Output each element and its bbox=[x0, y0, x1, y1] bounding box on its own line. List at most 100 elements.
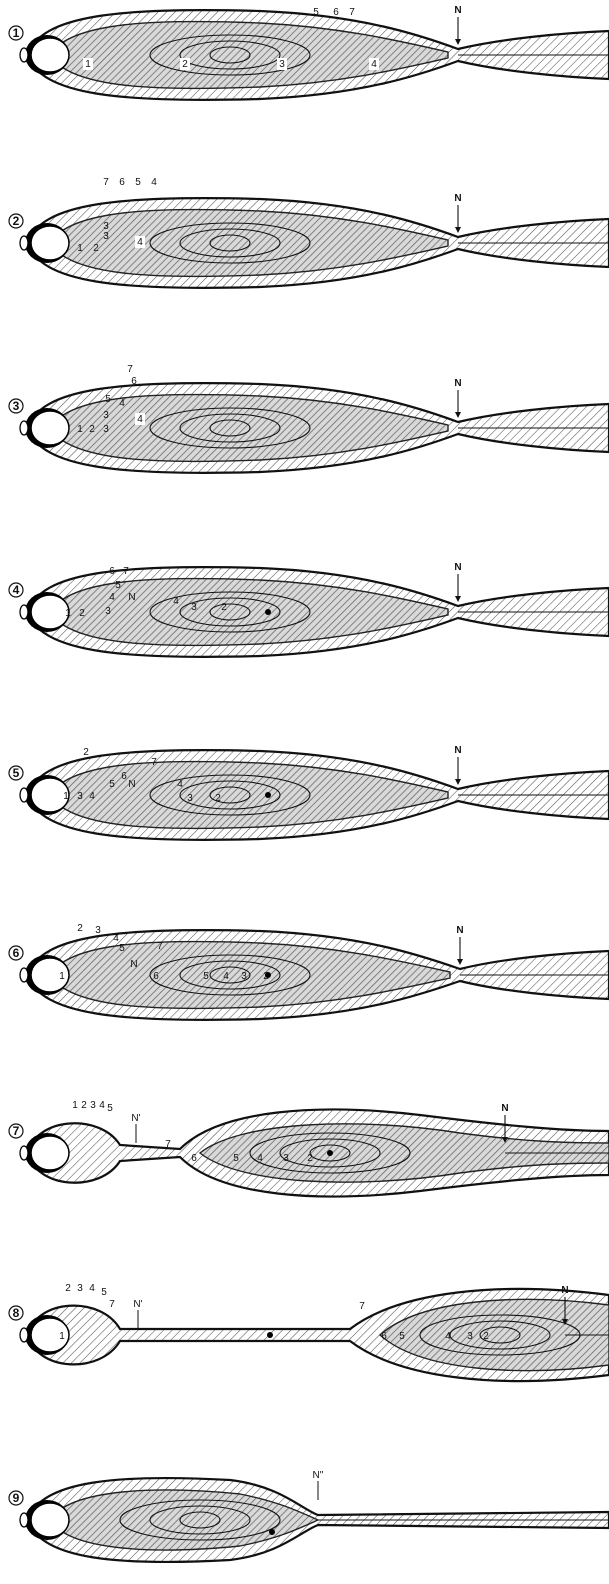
contour-label: 2 bbox=[215, 793, 221, 804]
node-arrowhead bbox=[455, 412, 461, 418]
contour-label: 4 bbox=[89, 791, 95, 802]
contour-label: 2 bbox=[65, 1283, 71, 1294]
contour-label: 6 bbox=[131, 376, 137, 387]
contour-label: 4 bbox=[99, 1100, 105, 1111]
contour-label: 1 bbox=[77, 424, 83, 435]
panel-number: 4 bbox=[13, 583, 20, 597]
panel-number: 8 bbox=[13, 1306, 20, 1320]
contour-label: 4 bbox=[223, 971, 229, 982]
panel-9: 9N'' bbox=[9, 1470, 609, 1562]
node-label: N bbox=[454, 562, 461, 573]
contour-label: 2 bbox=[81, 1100, 87, 1111]
subsolar-marker bbox=[20, 788, 28, 802]
contour-label: 2 bbox=[93, 243, 99, 254]
contour-label: 4 bbox=[257, 1153, 263, 1164]
contour-label: 2 bbox=[83, 747, 89, 758]
contour-label: 3 bbox=[77, 1283, 83, 1294]
contour-label: N' bbox=[131, 1113, 140, 1124]
contour-label: 2 bbox=[483, 1331, 489, 1342]
subsolar-marker bbox=[20, 968, 28, 982]
panel-number: 2 bbox=[13, 214, 20, 228]
planet-body bbox=[31, 411, 69, 445]
node-label: N bbox=[501, 1103, 508, 1114]
contour-label: 1 bbox=[77, 243, 83, 254]
contour-label: 2 bbox=[77, 923, 83, 934]
contour-label: 3 bbox=[95, 925, 101, 936]
node-arrowhead bbox=[455, 227, 461, 233]
contour-label: 7 bbox=[103, 177, 109, 188]
contour-label: 4 bbox=[151, 177, 157, 188]
contour-label: 3 bbox=[467, 1331, 473, 1342]
contour-label: 3 bbox=[103, 231, 109, 242]
contour-label: 2 bbox=[221, 602, 227, 613]
subsolar-marker bbox=[20, 236, 28, 250]
contour-label: N bbox=[128, 592, 135, 603]
subsolar-marker bbox=[20, 48, 28, 62]
node-label: N bbox=[454, 745, 461, 756]
contour-label: 4 bbox=[177, 779, 183, 790]
contour-label: 7 bbox=[349, 7, 355, 18]
planet-body bbox=[31, 38, 69, 72]
contour-label: 1 bbox=[59, 1331, 65, 1342]
panel-number: 6 bbox=[13, 946, 20, 960]
panel-2: 2N765431243 bbox=[9, 177, 609, 288]
contour-label: 5 bbox=[399, 1331, 405, 1342]
contour-label: 7 bbox=[151, 757, 157, 768]
subsolar-marker bbox=[20, 1328, 28, 1342]
contour-label: 2 bbox=[182, 59, 188, 70]
contour-label: 5 bbox=[233, 1153, 239, 1164]
node-arrowhead bbox=[455, 39, 461, 45]
contour-label: 3 bbox=[241, 971, 247, 982]
o-point-dot bbox=[269, 1529, 275, 1535]
node-label: N bbox=[454, 193, 461, 204]
contour-label: 1 bbox=[72, 1100, 78, 1111]
contour-label: 4 bbox=[119, 398, 125, 409]
contour-label: 6 bbox=[121, 771, 127, 782]
subsolar-marker bbox=[20, 1513, 28, 1527]
contour-label: 5 bbox=[105, 394, 111, 405]
contour-label: 5 bbox=[135, 177, 141, 188]
contour-label: 4 bbox=[137, 414, 143, 425]
contour-label: 7 bbox=[123, 566, 129, 577]
contour-label: 7 bbox=[109, 1299, 115, 1310]
contour-label: 1 bbox=[85, 59, 91, 70]
node-label: N bbox=[561, 1285, 568, 1296]
contour-label: 5 bbox=[107, 1103, 113, 1114]
planet-body bbox=[31, 226, 69, 260]
contour-label: 3 bbox=[103, 410, 109, 421]
panel-number: 9 bbox=[13, 1491, 20, 1505]
contour-label: 6 bbox=[333, 7, 339, 18]
planet-body bbox=[31, 1503, 69, 1537]
subsolar-marker bbox=[20, 605, 28, 619]
contour-label: 4 bbox=[445, 1331, 451, 1342]
node-label: N bbox=[456, 925, 463, 936]
contour-label: 5 bbox=[203, 971, 209, 982]
contour-label: 5 bbox=[109, 779, 115, 790]
o-point-dot bbox=[265, 792, 271, 798]
subsolar-marker bbox=[20, 1146, 28, 1160]
contour-label: 7 bbox=[359, 1301, 365, 1312]
contour-label: N bbox=[130, 959, 137, 970]
panel-1: 1N1234567 bbox=[9, 5, 609, 100]
o-point-dot bbox=[265, 972, 271, 978]
contour-label: 4 bbox=[137, 237, 143, 248]
contour-label: 5 bbox=[101, 1287, 107, 1298]
contour-label: 3 bbox=[77, 791, 83, 802]
planet-body bbox=[31, 1136, 69, 1170]
contour-label: 6 bbox=[109, 566, 115, 577]
contour-label: 3 bbox=[191, 602, 197, 613]
panel-number: 5 bbox=[13, 766, 20, 780]
panel-3: 3N765431243 bbox=[9, 364, 609, 473]
o-point-dot bbox=[265, 609, 271, 615]
contour-label: 2 bbox=[89, 424, 95, 435]
contour-label: 7 bbox=[127, 364, 133, 375]
contour-label: 7 bbox=[165, 1139, 171, 1150]
panel-number: 7 bbox=[13, 1124, 20, 1138]
contour-label: 2 bbox=[307, 1153, 313, 1164]
contour-label: 5 bbox=[119, 943, 125, 954]
contour-label: N bbox=[128, 779, 135, 790]
contour-label: 5 bbox=[313, 7, 319, 18]
